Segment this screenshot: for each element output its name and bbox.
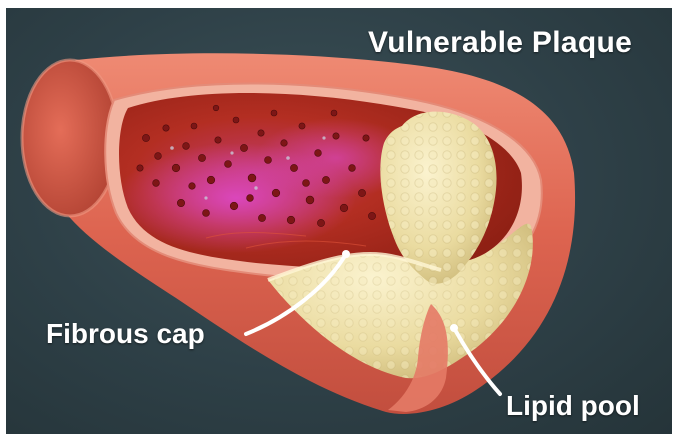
label-fibrous-cap: Fibrous cap bbox=[46, 318, 205, 350]
artery-illustration bbox=[6, 8, 672, 434]
figure-title: Vulnerable Plaque bbox=[368, 26, 632, 60]
illustration-panel: Vulnerable Plaque Fibrous cap Lipid pool bbox=[6, 8, 672, 434]
label-lipid-pool: Lipid pool bbox=[506, 390, 640, 422]
